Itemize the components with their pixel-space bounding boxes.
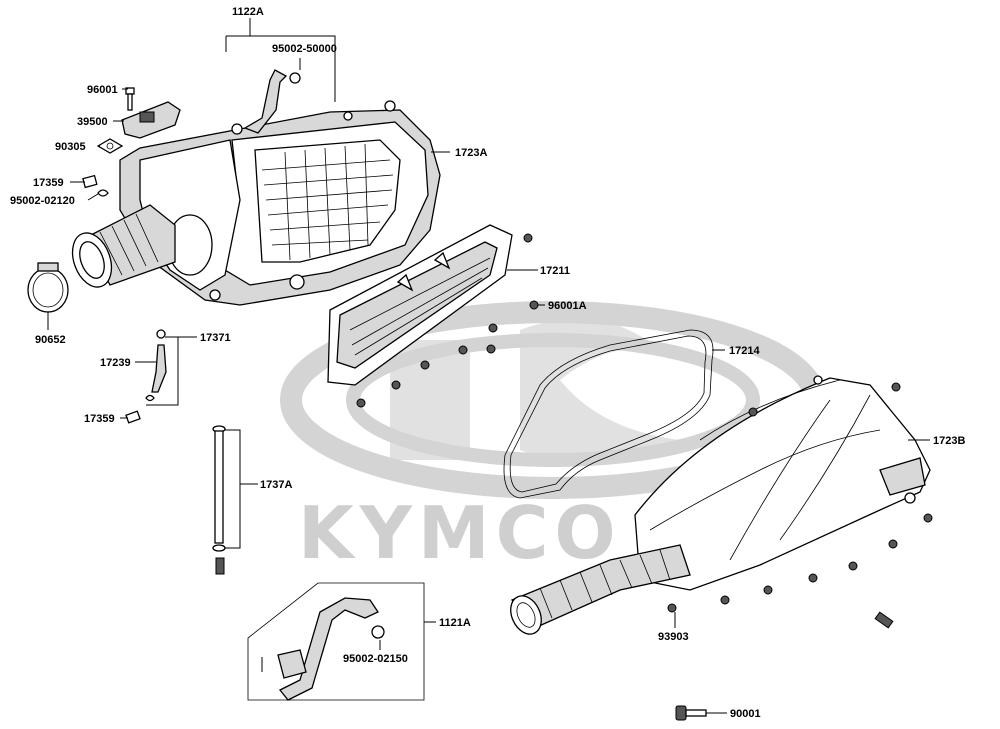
- label-1723A: 1723A: [455, 147, 487, 159]
- label-95002-02120: 95002-02120: [10, 195, 75, 207]
- label-17214: 17214: [729, 345, 760, 357]
- intake-tube: [71, 204, 176, 288]
- drain-hose-17239: [125, 329, 167, 424]
- gasket-17214: [503, 329, 714, 499]
- breather-hose-1121A: [247, 582, 425, 701]
- fitting-17359-a: [82, 174, 98, 189]
- label-90305: 90305: [55, 141, 86, 153]
- label-17359-a: 17359: [33, 177, 64, 189]
- bolt-90001: [675, 705, 707, 721]
- label-95002-50000: 95002-50000: [272, 43, 337, 55]
- label-96001: 96001: [87, 84, 118, 96]
- label-90652: 90652: [35, 334, 66, 346]
- label-1737A: 1737A: [260, 479, 292, 491]
- intake-snorkel: [510, 544, 691, 635]
- filter-element-17211: [327, 224, 513, 386]
- bolt-96001: [125, 87, 135, 111]
- air-cleaner-cover-1723B: [634, 375, 931, 591]
- label-1723B: 1723B: [933, 435, 965, 447]
- kymco-watermark: KYMCO: [280, 301, 826, 575]
- label-90001: 90001: [730, 708, 761, 720]
- label-96001A: 96001A: [548, 300, 587, 312]
- fitting-95002-02120: [97, 189, 109, 197]
- label-17239: 17239: [100, 357, 131, 369]
- label-1122A: 1122A: [232, 6, 264, 18]
- label-17371: 17371: [200, 332, 231, 344]
- label-17211: 17211: [540, 265, 570, 277]
- screws-93903: [667, 382, 933, 629]
- sensor-39500: [121, 101, 181, 139]
- hose-clamp-90652: [27, 262, 69, 313]
- watermark-text: KYMCO: [298, 491, 622, 575]
- leader-lines: [47, 18, 930, 714]
- breather-hose-1122A: [231, 69, 301, 135]
- label-95002-02150: 95002-02150: [343, 653, 408, 665]
- screws-96001A: [356, 233, 539, 408]
- air-cleaner-case-left: [119, 100, 441, 306]
- label-1121A: 1121A: [439, 617, 471, 629]
- washer-90305: [96, 138, 124, 154]
- part-labels: 1122A 95002-50000 96001 39500 90305 1723…: [10, 6, 965, 720]
- label-17359-b: 17359: [84, 413, 115, 425]
- drain-tube-1737A: [212, 425, 226, 575]
- label-93903: 93903: [658, 631, 689, 643]
- label-39500: 39500: [77, 116, 108, 128]
